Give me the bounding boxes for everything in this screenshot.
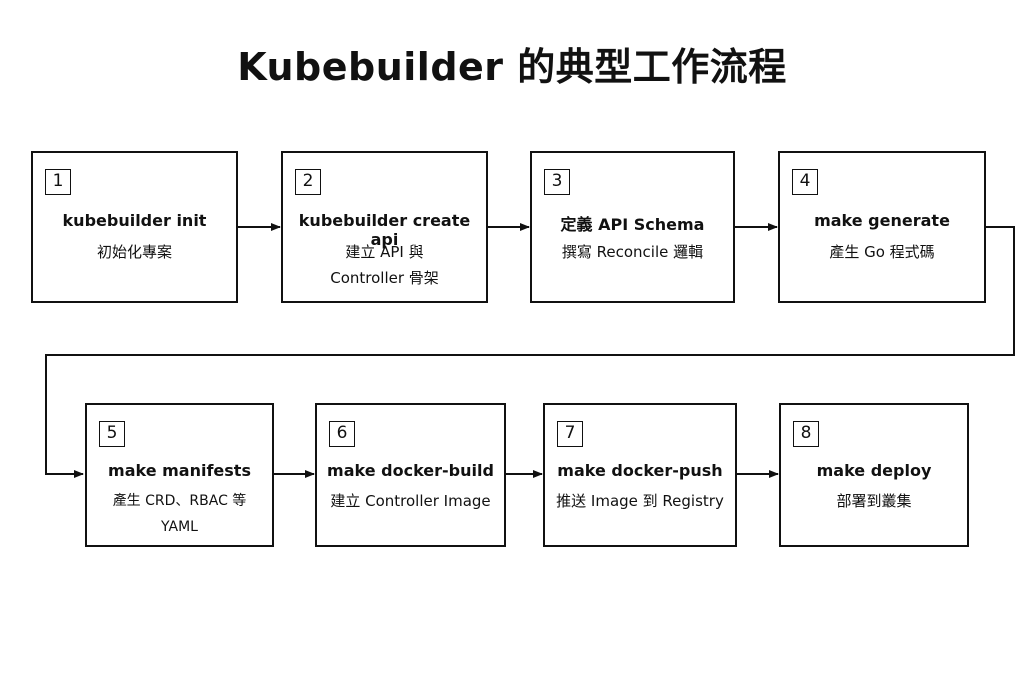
step-command: make docker-push [557,461,723,480]
step-description-line: 建立 API 與 [345,243,424,261]
step-5-box: 5 make manifests 產生 CRD、RBAC 等 YAML [85,403,274,547]
arrow-4-to-5 [45,226,1015,478]
step-description: 產生 Go 程式碼 [786,239,978,265]
step-7-box: 7 make docker-push 推送 Image 到 Registry [543,403,737,547]
step-description: 部署到叢集 [787,488,961,514]
diagram-title: Kubebuilder 的典型工作流程 [237,45,787,89]
step-description-line: Controller 骨架 [330,269,439,287]
step-4-box: 4 make generate 產生 Go 程式碼 [778,151,986,303]
step-description-line: 部署到叢集 [836,492,912,510]
step-command: kubebuilder init [62,211,207,230]
step-description-line: 建立 Controller Image [330,492,491,510]
step-command: make generate [814,211,950,230]
step-1-box: 1 kubebuilder init 初始化專案 [31,151,238,303]
step-3-box: 3 定義 API Schema 撰寫 Reconcile 邏輯 [530,151,735,303]
step-number: 1 [45,169,71,195]
step-description: 初始化專案 [39,239,230,265]
step-number: 3 [544,169,570,195]
step-number: 8 [793,421,819,447]
step-number: 5 [99,421,125,447]
step-command: kubebuilder create api [298,211,471,249]
step-description: 建立 Controller Image [323,488,498,514]
step-description: 推送 Image 到 Registry [551,488,729,514]
step-command: make docker-build [327,461,494,480]
step-number: 6 [329,421,355,447]
step-description: 撰寫 Reconcile 邏輯 [538,239,727,265]
step-number: 7 [557,421,583,447]
step-description-line: 產生 Go 程式碼 [829,243,935,261]
step-number: 4 [792,169,818,195]
step-description-line: 撰寫 Reconcile 邏輯 [561,243,704,261]
step-2-box: 2 kubebuilder create api 建立 API 與 Contro… [281,151,488,303]
step-command: 定義 API Schema [560,215,705,234]
step-number: 2 [295,169,321,195]
step-command: make manifests [108,461,251,480]
step-description-line: 初始化專案 [96,243,172,261]
step-description-line: 推送 Image 到 Registry [556,492,724,510]
step-description: 產生 CRD、RBAC 等 YAML [93,488,266,540]
step-6-box: 6 make docker-build 建立 Controller Image [315,403,506,547]
step-description-line: 產生 CRD、RBAC 等 YAML [112,493,247,535]
step-command: make deploy [816,461,932,480]
step-8-box: 8 make deploy 部署到叢集 [779,403,969,547]
step-description: 建立 API 與 Controller 骨架 [289,239,480,291]
